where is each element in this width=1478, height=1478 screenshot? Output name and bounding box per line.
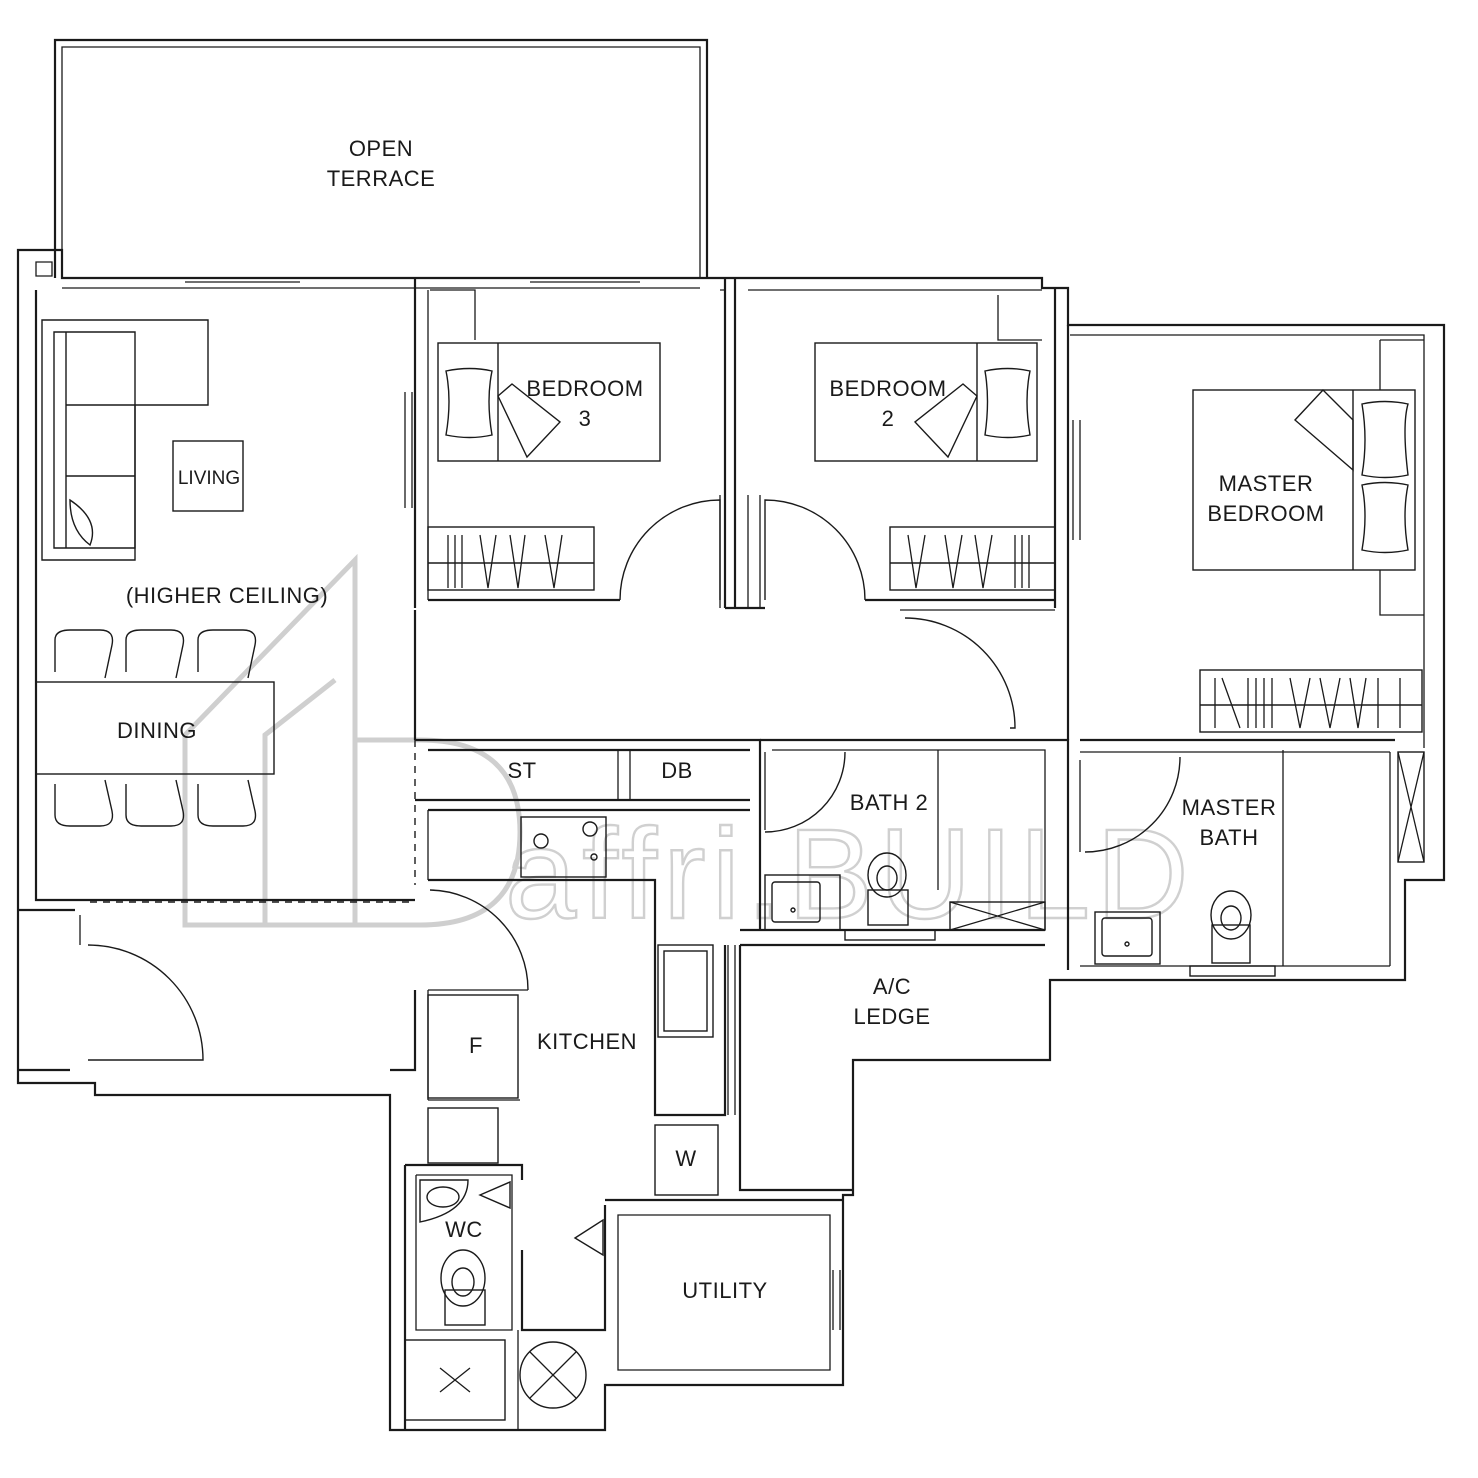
master-bed: [1192, 388, 1416, 571]
fridge-box: [427, 994, 519, 1099]
kitchen-fixtures: [427, 816, 719, 1196]
bedroom-3-bed: [437, 342, 661, 462]
bedroom-2-wardrobe: [889, 526, 1056, 591]
label-master-bedroom-1: MASTER: [1219, 471, 1314, 496]
label-open-terrace-1: OPEN: [349, 136, 413, 161]
label-ac-ledge-1: A/C: [873, 974, 911, 999]
label-store: ST: [507, 758, 536, 783]
master-bath-fixtures: [1094, 751, 1425, 977]
label-dining: DINING: [117, 718, 197, 743]
label-bedroom-2-1: BEDROOM: [829, 376, 946, 401]
label-ac-ledge-2: LEDGE: [853, 1004, 930, 1029]
sofa: [41, 319, 209, 561]
label-utility: UTILITY: [682, 1278, 767, 1303]
open-terrace: [53, 38, 709, 289]
label-master-bath-1: MASTER: [1182, 795, 1277, 820]
bedroom-2-bed: [814, 342, 1038, 462]
exterior-walls: [16, 248, 1446, 1432]
label-wc: WC: [445, 1217, 483, 1242]
dining-set: [35, 629, 275, 827]
label-washer: W: [675, 1146, 696, 1171]
watermark-text: affri.BUILD: [505, 803, 1195, 946]
watermark-logo: affri.BUILD: [182, 553, 1195, 947]
doors: [79, 499, 1181, 1257]
label-fridge: F: [469, 1033, 483, 1058]
master-wardrobe: [1199, 669, 1423, 733]
label-bedroom-3-1: BEDROOM: [526, 376, 643, 401]
label-open-terrace-2: TERRACE: [327, 166, 436, 191]
ceiling-boundary-line: [90, 610, 416, 903]
label-living: LIVING: [178, 468, 240, 489]
bedroom-3-wardrobe: [427, 526, 595, 591]
label-kitchen: KITCHEN: [537, 1029, 637, 1054]
label-master-bath-2: BATH: [1199, 825, 1258, 850]
label-bedroom-3-2: 3: [579, 406, 592, 431]
label-higher-ceiling: (HIGHER CEILING): [126, 583, 328, 608]
coffee-table: [172, 440, 244, 512]
wc-fixtures: [404, 1179, 506, 1421]
interior-walls: [390, 278, 1424, 1430]
bath-2-fixtures: [764, 852, 1046, 941]
label-db: DB: [661, 758, 693, 783]
label-bedroom-2-2: 2: [882, 406, 895, 431]
room-labels: OPEN TERRACE BEDROOM 3 BEDROOM 2 MASTER …: [117, 136, 1324, 1303]
washer-box: [654, 1124, 719, 1196]
label-bath-2: BATH 2: [850, 790, 928, 815]
utility-round-unit: [519, 1341, 587, 1409]
label-master-bedroom-2: BEDROOM: [1207, 501, 1324, 526]
